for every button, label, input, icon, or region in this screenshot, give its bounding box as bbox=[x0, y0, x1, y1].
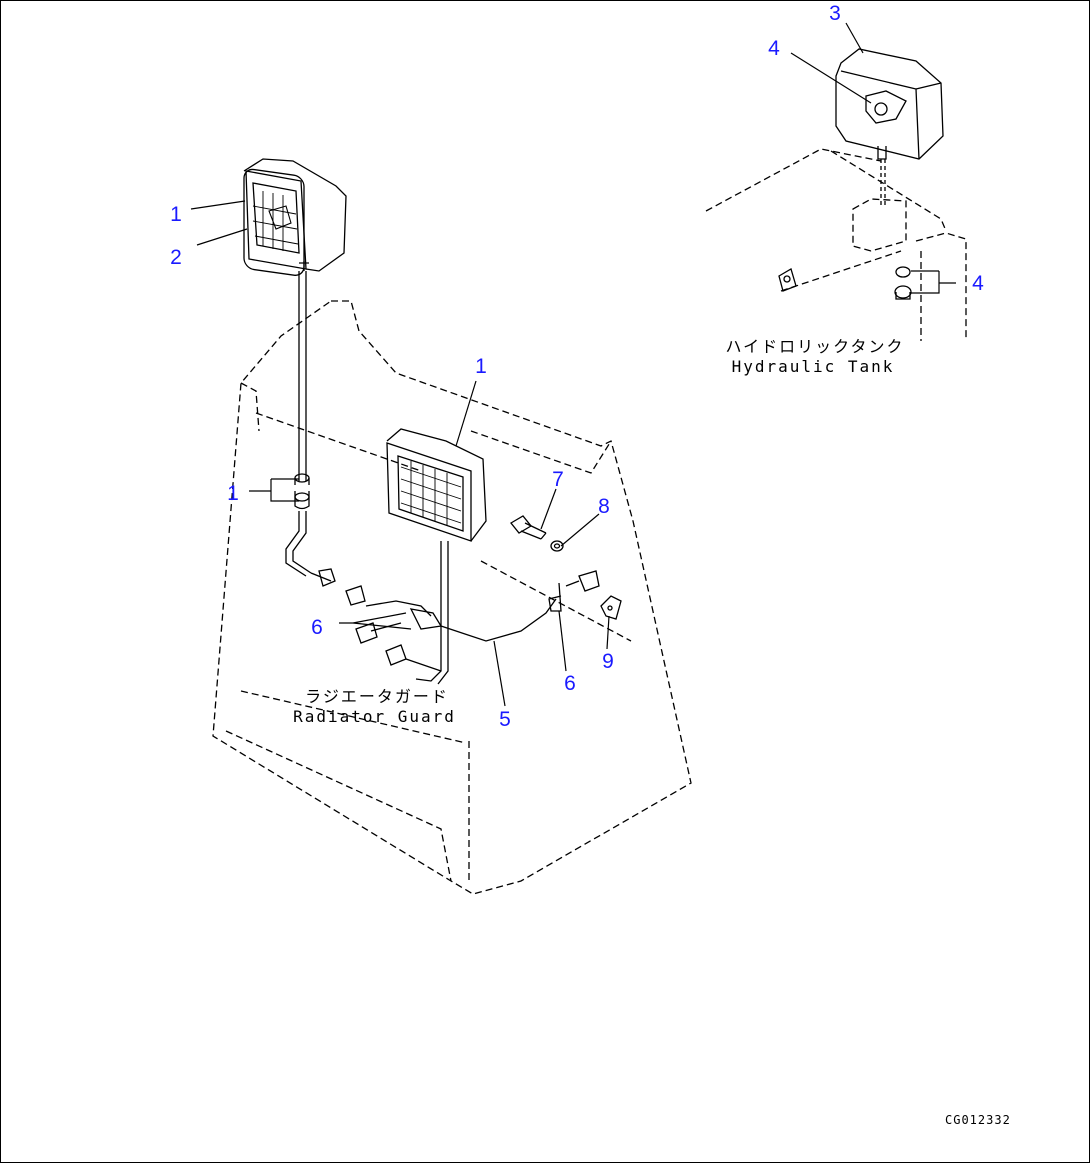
callout-1-center-lamp: 1 bbox=[475, 355, 487, 378]
callout-6-bracket: 6 bbox=[564, 672, 576, 695]
work-lamp-left bbox=[243, 158, 347, 481]
callout-1-lamp: 1 bbox=[170, 203, 182, 226]
hydraulic-tank-label-jp: ハイドロリックタンク bbox=[725, 337, 905, 356]
drawing-id: CG012332 bbox=[945, 1113, 1011, 1127]
callout-4-washers: 4 bbox=[972, 272, 984, 295]
work-lamp-right bbox=[835, 48, 944, 206]
callout-2-lamp-lens: 2 bbox=[170, 246, 182, 269]
callout-4-top: 4 bbox=[768, 37, 780, 60]
wiring-harness bbox=[310, 568, 600, 672]
work-lamp-center bbox=[386, 428, 487, 685]
clip-9 bbox=[600, 595, 622, 620]
radiator-guard-outline bbox=[212, 300, 692, 895]
bolt-7 bbox=[510, 515, 547, 540]
callout-1-rings: 1 bbox=[227, 482, 239, 505]
callout-9-clip: 9 bbox=[602, 650, 614, 673]
callout-6-connectors: 6 bbox=[311, 616, 323, 639]
hydraulic-tank-outline bbox=[705, 148, 967, 341]
radiator-guard-label-en: Radiator Guard bbox=[293, 707, 456, 726]
callout-5-harness: 5 bbox=[499, 708, 511, 731]
nut-8 bbox=[550, 540, 564, 552]
mount-washers-4 bbox=[894, 266, 912, 300]
callout-8-nut: 8 bbox=[598, 495, 610, 518]
radiator-guard-label-jp: ラジエータガード bbox=[305, 687, 449, 706]
callout-3-lamp: 3 bbox=[829, 2, 841, 25]
small-bolt bbox=[778, 268, 797, 292]
hydraulic-tank-label-en: Hydraulic Tank bbox=[731, 357, 895, 376]
leader-lines bbox=[190, 22, 956, 707]
callout-7-bolt: 7 bbox=[552, 468, 564, 491]
mounting-rings bbox=[285, 473, 312, 577]
